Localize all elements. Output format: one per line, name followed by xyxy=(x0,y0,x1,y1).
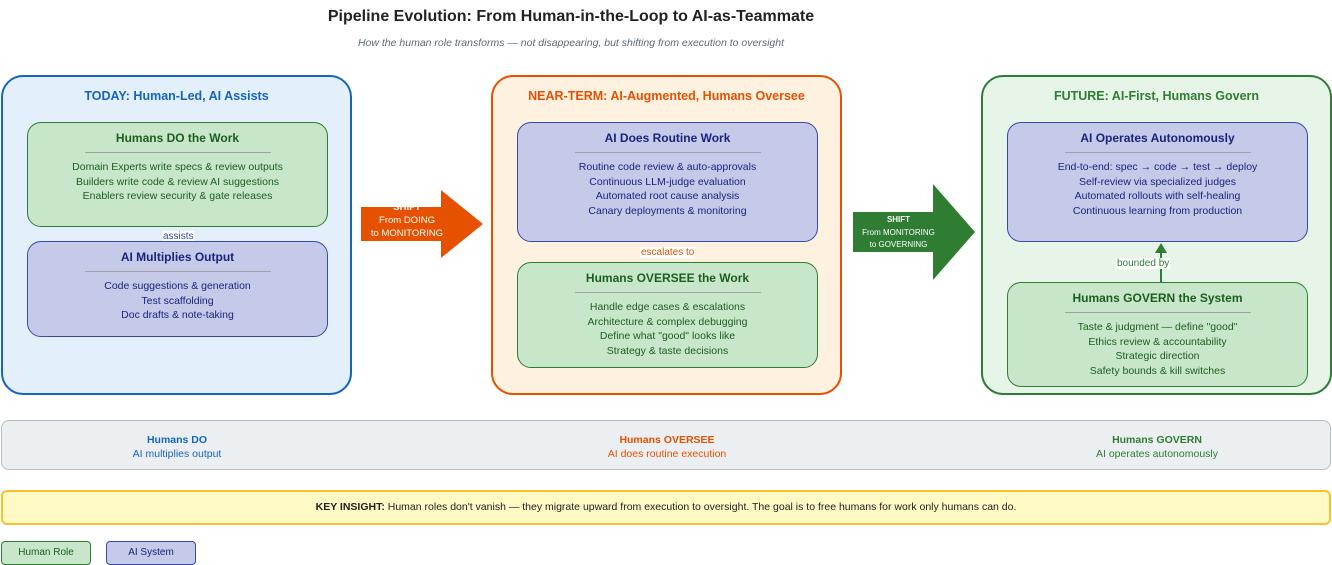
summary-subtext: AI does routine execution xyxy=(607,448,727,460)
card-humans-do: Humans DO the Work Domain Experts write … xyxy=(27,122,328,227)
connector-label-bounded-by: bounded by xyxy=(1116,258,1171,269)
summary-subtext: AI operates autonomously xyxy=(1096,448,1218,460)
card-line: Strategic direction xyxy=(1115,350,1200,363)
card-divider xyxy=(84,271,271,272)
stage-near-term: NEAR-TERM: AI-Augmented, Humans Oversee … xyxy=(491,75,842,395)
card-line: Self-review via specialized judges xyxy=(1079,175,1236,188)
card-line: Continuous LLM-judge evaluation xyxy=(589,175,746,188)
card-ai-multiplies: AI Multiplies Output Code suggestions & … xyxy=(27,241,328,337)
summary-bar: Humans DO AI multiplies output Humans OV… xyxy=(1,420,1331,470)
connector-label-assists: assists xyxy=(162,231,195,242)
card-ai-routine: AI Does Routine Work Routine code review… xyxy=(517,122,818,242)
summary-heading: Humans DO xyxy=(146,434,208,446)
card-line: Test scaffolding xyxy=(141,294,214,307)
stage-today: TODAY: Human-Led, AI Assists Humans DO t… xyxy=(1,75,352,395)
card-line: Code suggestions & generation xyxy=(104,280,251,292)
card-line: Architecture & complex debugging xyxy=(587,315,748,328)
card-line: Handle edge cases & escalations xyxy=(589,301,746,313)
shift-label: SHIFT xyxy=(886,215,911,224)
shift-label: SHIFT xyxy=(393,202,421,213)
page-title: Pipeline Evolution: From Human-in-the-Lo… xyxy=(327,8,815,25)
card-line: Automated root cause analysis xyxy=(595,190,740,203)
card-line: Automated rollouts with self-healing xyxy=(1074,190,1241,203)
summary-subtext: AI multiplies output xyxy=(132,448,222,460)
card-line: Canary deployments & monitoring xyxy=(588,204,747,217)
stage-title: FUTURE: AI-First, Humans Govern xyxy=(1053,89,1260,103)
card-line: Ethics review & accountability xyxy=(1088,335,1227,348)
shift-arrow-monitoring-to-governing: SHIFT From MONITORING to GOVERNING xyxy=(853,184,975,280)
card-divider xyxy=(574,292,761,293)
summary-near-term: Humans OVERSEE AI does routine execution xyxy=(517,433,817,461)
arrow-right-icon xyxy=(361,190,483,258)
card-line: Safety bounds & kill switches xyxy=(1089,364,1226,377)
card-ai-autonomous: AI Operates Autonomously End-to-end: spe… xyxy=(1007,122,1308,242)
card-humans-oversee: Humans OVERSEE the Work Handle edge case… xyxy=(517,262,818,368)
key-insight-banner: KEY INSIGHT: Human roles don't vanish — … xyxy=(1,490,1331,525)
card-divider xyxy=(1064,312,1251,313)
shift-to: to MONITORING xyxy=(370,228,444,239)
card-divider xyxy=(84,152,271,153)
card-divider xyxy=(574,152,761,153)
card-line: Enablers review security & gate releases xyxy=(82,190,273,203)
card-title: AI Does Routine Work xyxy=(604,131,731,145)
card-title: AI Operates Autonomously xyxy=(1080,131,1235,145)
card-divider xyxy=(1064,152,1251,153)
card-line: Taste & judgment — define "good" xyxy=(1077,321,1238,333)
connector-label-escalates: escalates to xyxy=(640,247,696,258)
card-line: End-to-end: spec → code → test → deploy xyxy=(1057,161,1258,173)
shift-to: to GOVERNING xyxy=(869,240,928,249)
card-line: Doc drafts & note-taking xyxy=(121,309,234,322)
card-line: Strategy & taste decisions xyxy=(606,344,729,357)
page-subtitle: How the human role transforms — not disa… xyxy=(357,37,785,49)
summary-future: Humans GOVERN AI operates autonomously xyxy=(1007,433,1307,461)
legend-ai-system: AI System xyxy=(106,541,196,565)
insight-text: Human roles don't vanish — they migrate … xyxy=(384,501,1017,513)
stage-title: TODAY: Human-Led, AI Assists xyxy=(84,89,269,103)
card-line: Continuous learning from production xyxy=(1072,204,1243,217)
card-title: Humans DO the Work xyxy=(115,131,240,145)
card-line: Routine code review & auto-approvals xyxy=(578,161,757,173)
card-line: Define what "good" looks like xyxy=(599,330,736,343)
shift-arrow-doing-to-monitoring: SHIFT From DOING to MONITORING xyxy=(361,190,483,258)
shift-from: From MONITORING xyxy=(862,227,935,237)
arrow-right-icon xyxy=(853,184,975,280)
card-humans-govern: Humans GOVERN the System Taste & judgmen… xyxy=(1007,282,1308,387)
card-line: Builders write code & review AI suggesti… xyxy=(75,175,280,188)
stage-future: FUTURE: AI-First, Humans Govern AI Opera… xyxy=(981,75,1332,395)
card-title: AI Multiplies Output xyxy=(120,250,235,264)
stage-title: NEAR-TERM: AI-Augmented, Humans Oversee xyxy=(528,89,805,103)
card-title: Humans OVERSEE the Work xyxy=(585,271,750,285)
legend-human-role: Human Role xyxy=(1,541,91,565)
summary-today: Humans DO AI multiplies output xyxy=(27,433,327,461)
summary-heading: Humans GOVERN xyxy=(1112,434,1202,446)
insight-label: KEY INSIGHT: xyxy=(315,501,385,513)
summary-heading: Humans OVERSEE xyxy=(619,434,715,446)
card-title: Humans GOVERN the System xyxy=(1072,291,1243,305)
card-line: Domain Experts write specs & review outp… xyxy=(72,161,283,173)
shift-from: From DOING xyxy=(379,215,435,226)
